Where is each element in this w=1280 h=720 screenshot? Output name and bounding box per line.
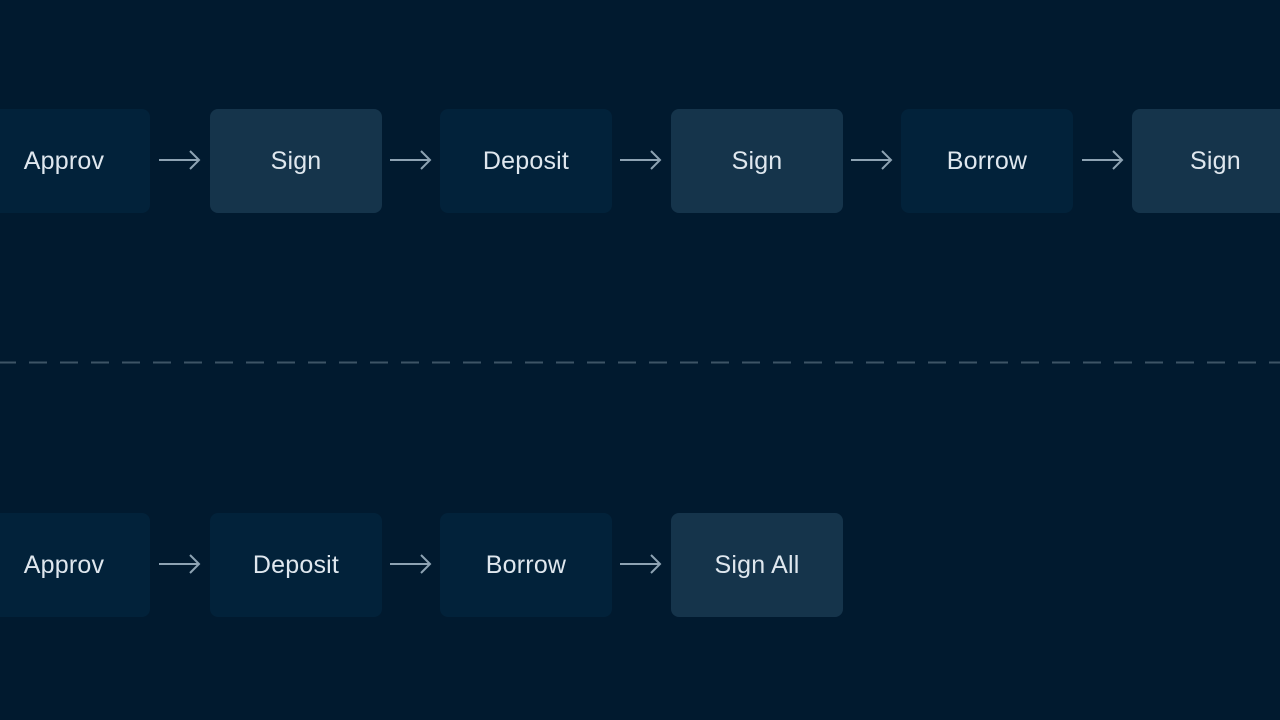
arrow-right-icon — [1080, 147, 1126, 173]
step-borrow: Borrow — [901, 109, 1073, 213]
step-approve: Approv — [0, 109, 150, 213]
step-label: Borrow — [485, 550, 567, 579]
step-label: Deposit — [252, 550, 340, 579]
arrow-right-icon — [618, 147, 664, 173]
dashed-divider — [0, 361, 1280, 364]
step-sign: Sign — [671, 109, 843, 213]
step-deposit: Deposit — [440, 109, 612, 213]
step-sign-all: Sign All — [671, 513, 843, 617]
step-label: Sign — [270, 146, 322, 175]
step-deposit: Deposit — [210, 513, 382, 617]
step-sign: Sign — [1132, 109, 1280, 213]
step-label: Sign — [731, 146, 783, 175]
bottom-flow: Approv Deposit Borrow Sign All — [0, 513, 1280, 617]
step-borrow: Borrow — [440, 513, 612, 617]
top-flow: Approv Sign Deposit Sign Borrow Sig — [0, 109, 1280, 213]
arrow-right-icon — [849, 147, 895, 173]
arrow-right-icon — [157, 147, 203, 173]
step-label: Approv — [23, 550, 105, 579]
step-label: Deposit — [482, 146, 570, 175]
arrow-right-icon — [618, 551, 664, 577]
arrow-right-icon — [388, 551, 434, 577]
step-label: Sign All — [714, 550, 800, 579]
step-label: Sign — [1190, 146, 1241, 175]
step-label: Approv — [23, 146, 105, 175]
step-sign: Sign — [210, 109, 382, 213]
arrow-right-icon — [157, 551, 203, 577]
step-label: Borrow — [946, 146, 1028, 175]
step-approve: Approv — [0, 513, 150, 617]
arrow-right-icon — [388, 147, 434, 173]
